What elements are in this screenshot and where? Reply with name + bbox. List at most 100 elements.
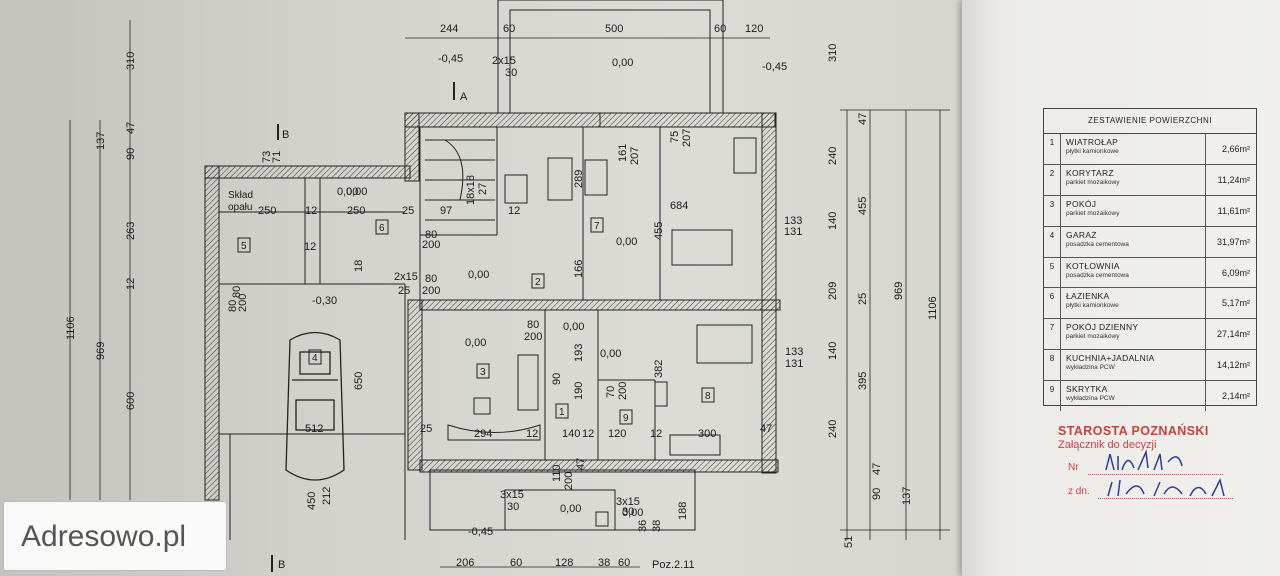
dim-text: 133 [785,346,803,358]
dim-text: 137 [95,132,107,150]
dim-text: 512 [305,423,323,435]
row-number: 1 [1044,134,1061,164]
inner-dimensions: 73 71 250 12 250 25 97 12 684 133 131 80… [227,129,803,532]
dim-text: 110 [551,464,563,482]
dim-text: 12 [582,428,594,440]
dim-text: 310 [827,44,839,62]
dim-text: 263 [125,222,137,240]
room-area: 2,14m² [1221,391,1250,402]
dim-text: 140 [562,428,580,440]
dim-text: 27 [477,183,489,195]
room-finish: płytki kamionkowe [1066,302,1119,310]
room-area: 2,66m² [1221,144,1250,154]
dim-text: 25 [398,285,410,297]
dim-text: 969 [95,342,107,360]
right-dimensions: 310 47 240 140 455 209 25 969 1106 140 3… [827,44,939,548]
entrance-terrace [429,0,724,531]
dim-text: 310 [125,52,137,70]
dim-text: 382 [653,360,665,378]
dim-text: 455 [857,197,869,215]
room-name: POKÓJ [1066,198,1097,209]
dim-text: 47 [125,122,137,134]
dim-text: 71 [271,151,283,163]
dim-text: 133 [784,215,802,227]
left-dimensions: 310 137 90 47 263 12 969 1106 600 [65,52,137,410]
dim-text: 25 [857,293,869,305]
dim-text: 30 [622,506,634,518]
dim-text: 90 [125,148,137,160]
section-a-label: A [460,91,468,103]
dim-text: 51 [843,536,855,548]
room-name: WIATROŁAP [1066,137,1119,147]
surfaces-table-title: ZESTAWIENIE POWIERZCHNI [1044,109,1256,134]
room-area: 14,12m² [1216,360,1250,371]
dim-text: 200 [237,294,249,312]
row-number: 4 [1044,226,1061,257]
floor-plan-drawing: A B B 244 60 500 60 120 2x15 30 310 137 … [65,0,950,572]
level-text: 0,00 [560,503,581,515]
dim-text: 12 [650,428,662,440]
dim-text: 500 [605,23,623,35]
dim-text: 60 [503,23,515,35]
room-finish: posadzka cementowa [1066,271,1129,279]
dim-text: 294 [474,428,492,440]
room-finish: parkiet mozaikowy [1066,333,1120,341]
stamp-nr-line [1088,474,1223,475]
dim-text: 2x15 [394,271,418,283]
room-finish: wykładzina PCW [1066,395,1115,403]
room-number-1: 1 [559,407,565,418]
room-area: 11,24m² [1217,174,1250,185]
room-finish: wykładzina PCW [1066,364,1115,372]
adresowo-logo[interactable]: Adresowo.pl [3,501,227,571]
dim-text: 200 [563,472,575,490]
room-name: SKRYTKA [1066,384,1108,395]
dim-text: 240 [827,420,839,438]
dim-text: 3x15 [616,496,640,508]
dim-text: 206 [456,557,474,569]
dim-text: 80 [527,319,539,331]
dim-text: 131 [784,226,802,238]
room-name: KUCHNIA+JADALNIA [1066,353,1155,364]
outer-walls [204,112,781,501]
room-number-2: 2 [535,277,541,288]
dim-text: 166 [573,260,585,278]
level-text: -0,45 [468,526,493,538]
dim-text: 250 [347,205,365,217]
room-number-7: 7 [594,221,600,232]
dim-text: 25 [402,205,414,217]
level-text: 0,00 [465,337,486,349]
dim-text: 12 [305,205,317,217]
dim-text: 12 [508,205,520,217]
dim-text: 2x15 [492,55,516,67]
dim-text: 38 [598,557,610,569]
room-label-sklad: Skład [228,190,253,201]
dim-text: 47 [760,423,772,435]
room-finish: parkiet mozaikowy [1066,209,1120,217]
dim-text: 200 [422,285,440,297]
dim-text: 1106 [927,296,939,320]
room-finish: płytki kamionkowe [1066,148,1119,155]
dim-text: 60 [714,23,726,35]
room-number-5: 5 [241,241,247,252]
dim-text: 97 [440,205,452,217]
bottom-dimensions: 206 60 128 38 60 Poz.2.11 [456,557,695,571]
dim-text: 131 [785,358,803,370]
row-number: 6 [1044,288,1061,319]
dim-text: 12 [125,278,137,290]
dimension-lines [69,20,950,568]
dim-text: 90 [551,373,563,385]
dim-text: 969 [893,282,905,300]
stamp-subtitle: Załącznik do decyzji [1058,439,1157,451]
level-text: 0,00 [563,321,584,333]
dim-text: 650 [353,372,365,390]
room-number-3: 3 [480,367,486,378]
